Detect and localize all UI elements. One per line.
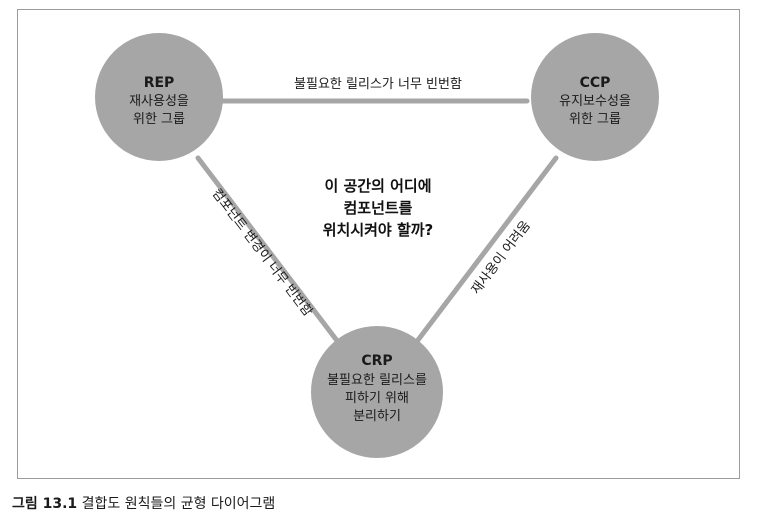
node-crp-line1: 불필요한 릴리스를 [327,373,427,388]
edge-label-top: 불필요한 릴리스가 너무 빈번함 [294,77,462,92]
node-rep-line2: 위한 그룹 [133,112,185,127]
center-question-line3: 위치시켜야 할까? [323,221,434,239]
edge-ccp-crp [415,155,559,343]
node-ccp [531,33,659,161]
node-crp [311,326,443,458]
center-question-line1: 이 공간의 어디에 [324,177,431,195]
node-ccp-title: CCP [580,75,611,91]
node-ccp-line1: 유지보수성을 [559,94,631,109]
figure-caption: 그림 13.1 결합도 원칙들의 균형 다이어그램 [12,493,275,513]
edge-label-left: 컴포넌트 변경이 너무 빈번함 [209,186,315,319]
node-crp-line3: 분리하기 [353,409,401,424]
edge-rep-crp [195,155,341,345]
caption-number: 그림 13.1 [12,496,78,512]
node-crp-line2: 피하기 위해 [345,391,409,406]
caption-text: 결합도 원칙들의 균형 다이어그램 [81,496,276,512]
center-question-line2: 컴포넌트를 [343,199,412,217]
node-rep [95,33,223,161]
node-rep-title: REP [144,75,175,91]
node-rep-line1: 재사용성을 [129,94,189,109]
node-ccp-line2: 위한 그룹 [569,112,621,127]
node-crp-title: CRP [361,353,392,369]
